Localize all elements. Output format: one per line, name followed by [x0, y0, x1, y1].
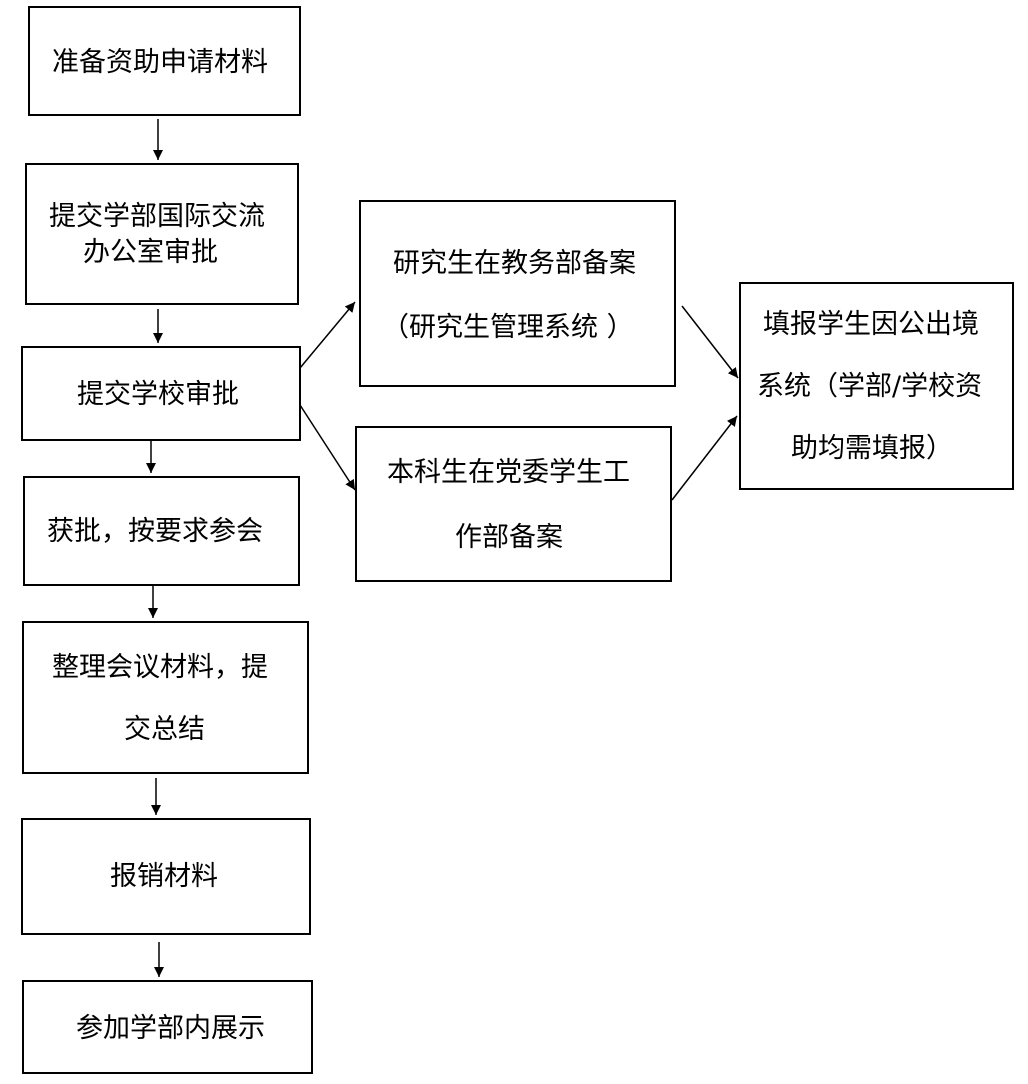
step-fill-outbound-system-line3: 助均需填报）	[791, 433, 953, 464]
step-fill-outbound-system-line2: 系统（学部/学校资	[757, 371, 983, 402]
step-fill-outbound-system: 填报学生因公出境 系统（学部/学校资 助均需填报）	[739, 282, 1014, 490]
step-grad-record-line1: 研究生在教务部备案	[393, 248, 636, 279]
step-organize-summary-line1: 整理会议材料，提	[52, 652, 268, 683]
step-dept-approval: 提交学部国际交流 办公室审批	[25, 163, 299, 305]
step-grad-record: 研究生在教务部备案 （研究生管理系统 ）	[359, 200, 676, 387]
step-organize-summary: 整理会议材料，提 交总结	[22, 621, 309, 774]
step-dept-approval-line1: 提交学部国际交流	[49, 201, 265, 232]
step-school-approval-label: 提交学校审批	[77, 379, 239, 410]
step-reimbursement-label: 报销材料	[110, 861, 218, 892]
step-undergrad-record-line1: 本科生在党委学生工	[387, 457, 630, 488]
step-undergrad-record-line2: 作部备案	[455, 522, 563, 553]
step-grad-record-line2: （研究生管理系统 ）	[382, 312, 634, 343]
step-prepare-materials: 准备资助申请材料	[28, 6, 301, 116]
step-prepare-materials-label: 准备资助申请材料	[52, 47, 268, 78]
arrow-school-to-ug	[299, 404, 356, 491]
arrow-school-to-grad	[299, 301, 356, 369]
step-undergrad-record: 本科生在党委学生工 作部备案	[355, 426, 672, 582]
step-fill-outbound-system-line1: 填报学生因公出境	[763, 309, 979, 340]
step-dept-showcase-label: 参加学部内展示	[76, 1013, 265, 1044]
arrow-ug-to-fill	[671, 415, 738, 501]
step-approved-attend: 获批，按要求参会	[23, 476, 300, 586]
step-reimbursement: 报销材料	[21, 818, 311, 935]
step-organize-summary-line2: 交总结	[124, 714, 205, 745]
arrow-grad-to-fill	[681, 305, 739, 379]
step-approved-attend-label: 获批，按要求参会	[47, 516, 263, 547]
step-dept-showcase: 参加学部内展示	[22, 980, 313, 1074]
step-dept-approval-line2: 办公室审批	[83, 237, 218, 268]
step-school-approval: 提交学校审批	[21, 346, 301, 441]
